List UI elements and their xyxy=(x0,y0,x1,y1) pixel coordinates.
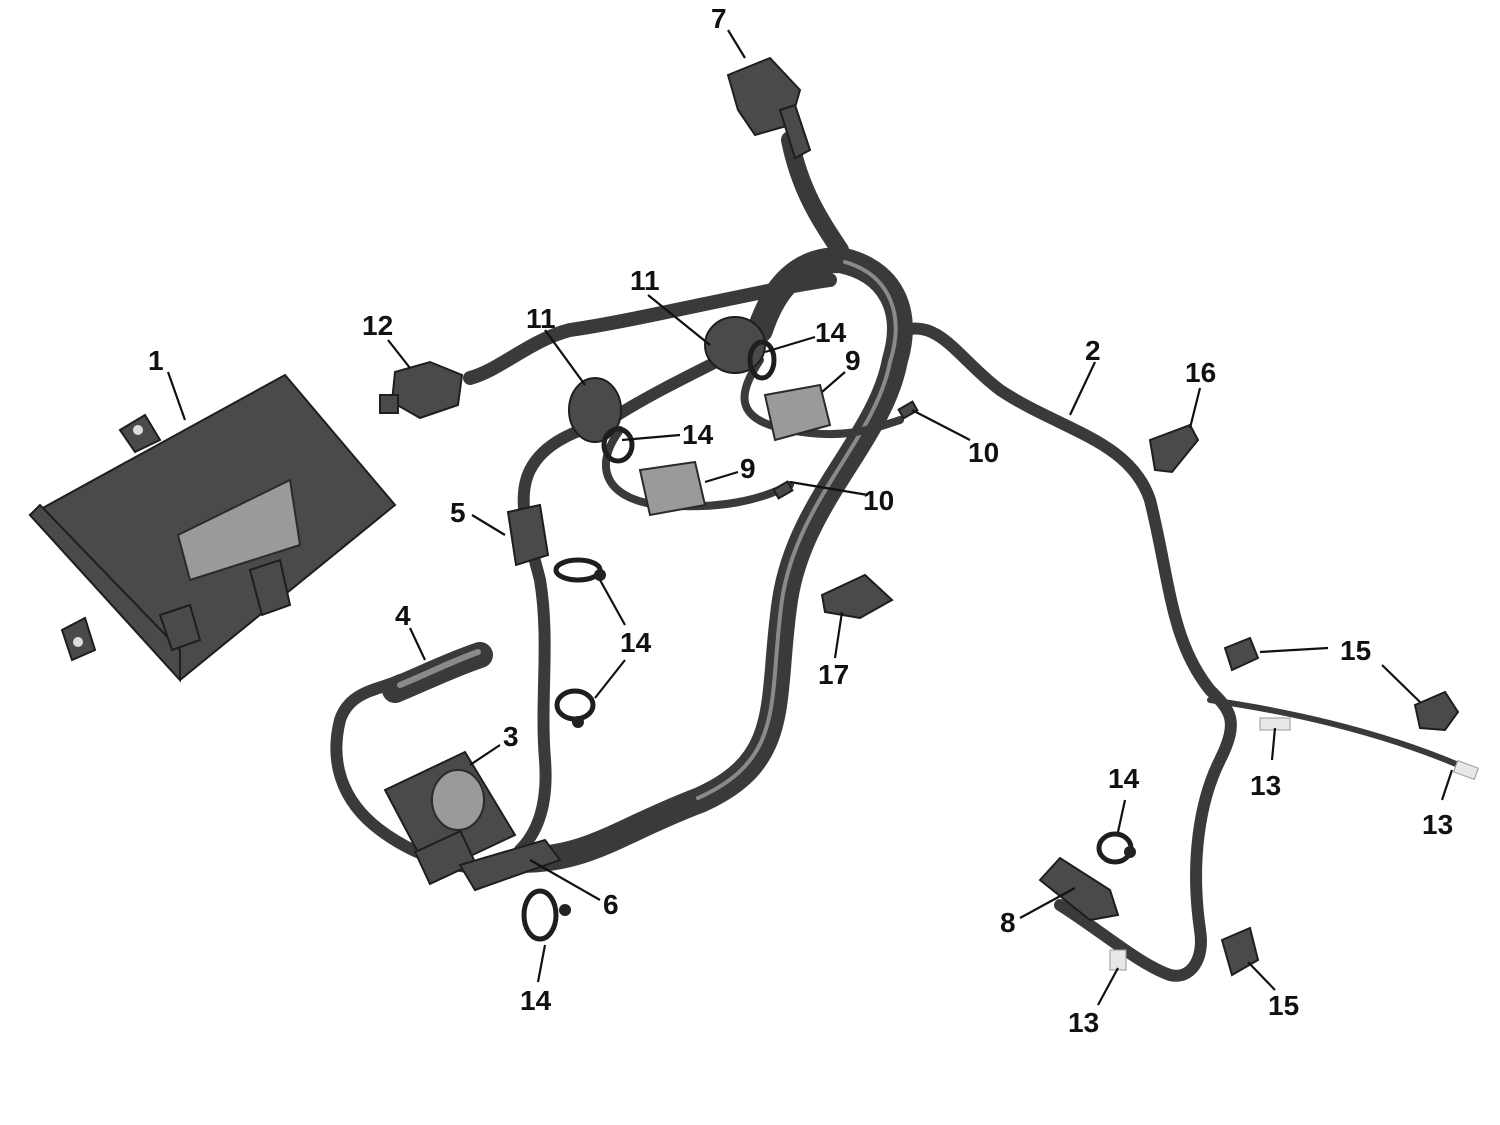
cable-tie-14-c xyxy=(553,557,606,583)
sleeve-4 xyxy=(382,642,493,703)
callout-11-right: 11 xyxy=(630,265,660,296)
callout-13-right-b: 13 xyxy=(1422,809,1453,840)
callout-14-bottom: 14 xyxy=(520,985,552,1016)
callout-10-upper: 10 xyxy=(968,437,999,468)
clip-16 xyxy=(1148,423,1200,474)
ecm-module xyxy=(28,373,397,683)
cable-tie-14-b xyxy=(601,426,635,464)
connector-12 xyxy=(379,360,464,420)
cable-tie-14-a xyxy=(747,339,777,381)
callout-17: 17 xyxy=(818,659,849,690)
clip-17 xyxy=(820,573,894,620)
callout-14-top: 14 xyxy=(815,317,847,348)
callout-15-lower: 15 xyxy=(1268,990,1299,1021)
callout-15-upper: 15 xyxy=(1340,635,1371,666)
grommet-11-left xyxy=(568,377,622,443)
bracket-6 xyxy=(458,838,562,892)
push-pin-15-upper xyxy=(1223,636,1460,732)
main-wiring-harness xyxy=(330,131,1473,982)
callout-1: 1 xyxy=(148,345,164,376)
callout-3: 3 xyxy=(503,721,519,752)
terminal-10-lower xyxy=(772,480,794,500)
callout-labels: 1 2 3 4 5 6 7 8 9 9 10 10 11 11 12 13 13… xyxy=(148,3,1453,1038)
callout-4: 4 xyxy=(395,600,411,631)
callout-14-center: 14 xyxy=(620,627,652,658)
cable-tie-14-d xyxy=(554,688,596,728)
callout-9-lower: 9 xyxy=(740,453,756,484)
callout-13-bottom: 13 xyxy=(1068,1007,1099,1038)
callout-11-left: 11 xyxy=(526,303,556,334)
connector-5 xyxy=(506,503,550,567)
callout-5: 5 xyxy=(450,497,466,528)
callout-16: 16 xyxy=(1185,357,1216,388)
callout-13-right-a: 13 xyxy=(1250,770,1281,801)
bracket-8 xyxy=(1038,856,1120,922)
connector-9-lower xyxy=(638,460,707,517)
callout-2: 2 xyxy=(1085,335,1101,366)
cable-tie-14-e xyxy=(521,888,571,942)
callout-6: 6 xyxy=(603,889,619,920)
callout-7: 7 xyxy=(711,3,727,34)
connector-7 xyxy=(726,56,812,160)
wire-tags-13 xyxy=(1109,717,1480,971)
cable-tie-14-f xyxy=(1096,831,1136,865)
terminal-10-upper xyxy=(897,400,919,420)
callout-9-upper: 9 xyxy=(845,345,861,376)
fuse-block-3 xyxy=(383,750,517,886)
leader-lines xyxy=(166,29,1454,1006)
callout-14-mid: 14 xyxy=(682,419,714,450)
callout-14-right: 14 xyxy=(1108,763,1140,794)
callout-12: 12 xyxy=(362,310,393,341)
callout-10-lower: 10 xyxy=(863,485,894,516)
callout-8: 8 xyxy=(1000,907,1016,938)
connector-9-upper xyxy=(763,383,832,442)
